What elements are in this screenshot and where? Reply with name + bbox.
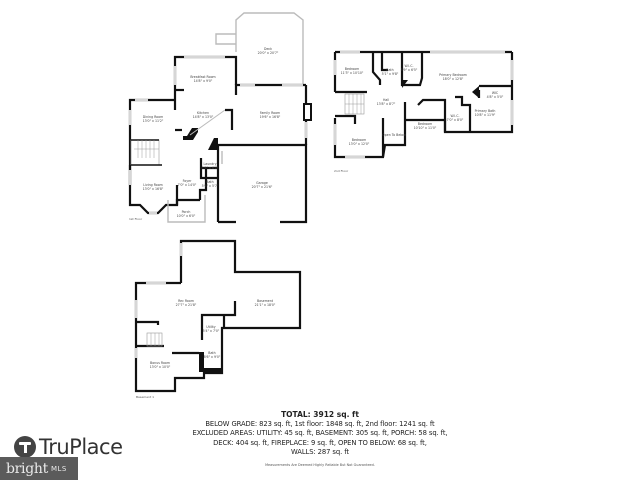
bright-mls-badge: bright MLS [0,457,78,480]
floor-label-second: 2nd Floor [334,169,349,173]
deck-stairs [215,33,236,45]
summary-line-3: DECK: 404 sq. ft, FIREPLACE: 9 sq. ft, O… [213,438,427,447]
wall [234,83,306,95]
porch-outline [167,195,206,223]
disclaimer: Measurements Are Deemed Highly Reliable … [265,463,375,468]
truplace-wordmark: TruPlace [39,435,123,459]
bright-wordmark: bright [6,460,48,477]
stairs [130,139,162,166]
summary-line-1: BELOW GRADE: 823 sq. ft, 1st floor: 1848… [205,420,435,428]
stairs [146,332,163,347]
truplace-t-icon [14,436,36,458]
room-label-open-to-below: Open To Below [382,133,406,137]
wall [173,55,238,110]
area-summary: TOTAL: 3912 sq. ft BELOW GRADE: 823 sq. … [170,410,470,467]
truplace-logo: TruPlace [14,432,123,462]
summary-line-4: WALLS: 287 sq. ft [291,447,349,456]
mls-wordmark: MLS [50,464,67,473]
floor-label-basement: Basement 1 [136,395,154,399]
total-area: TOTAL: 3912 sq. ft [281,410,359,419]
room-label-wic-3: W.I.C.7'0" x 8'0" [447,114,464,122]
room-label-wic-1: W.I.C.5'9" x 6'5" [401,64,418,72]
stairs [344,93,365,115]
floor-label-first: 1st Floor [129,217,143,221]
summary-line-2: EXCLUDED AREAS: UTILITY: 45 sq. ft, BASE… [192,429,448,438]
deck-outline [235,12,304,85]
